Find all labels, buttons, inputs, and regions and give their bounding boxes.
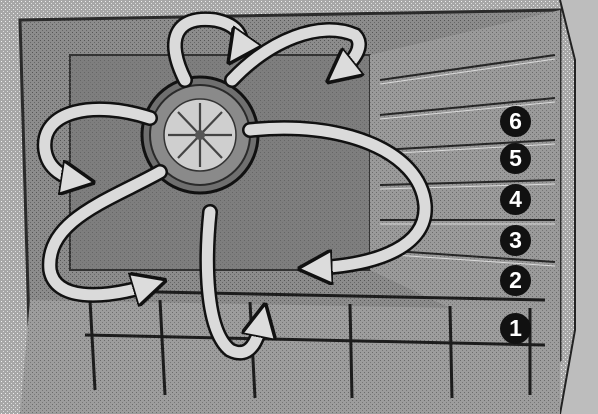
door-frame [560, 0, 598, 414]
convection-fan-icon [140, 75, 260, 195]
rack-position-1-badge: 1 [500, 313, 531, 344]
rack-position-6-badge: 6 [500, 106, 531, 137]
airflow-arrow-icon [36, 11, 434, 361]
rack-position-3-badge: 3 [500, 225, 531, 256]
rack-position-5-badge: 5 [500, 143, 531, 174]
rack-position-4-badge: 4 [500, 184, 531, 215]
rack-ridges [379, 54, 556, 263]
rack-position-2-badge: 2 [500, 265, 531, 296]
